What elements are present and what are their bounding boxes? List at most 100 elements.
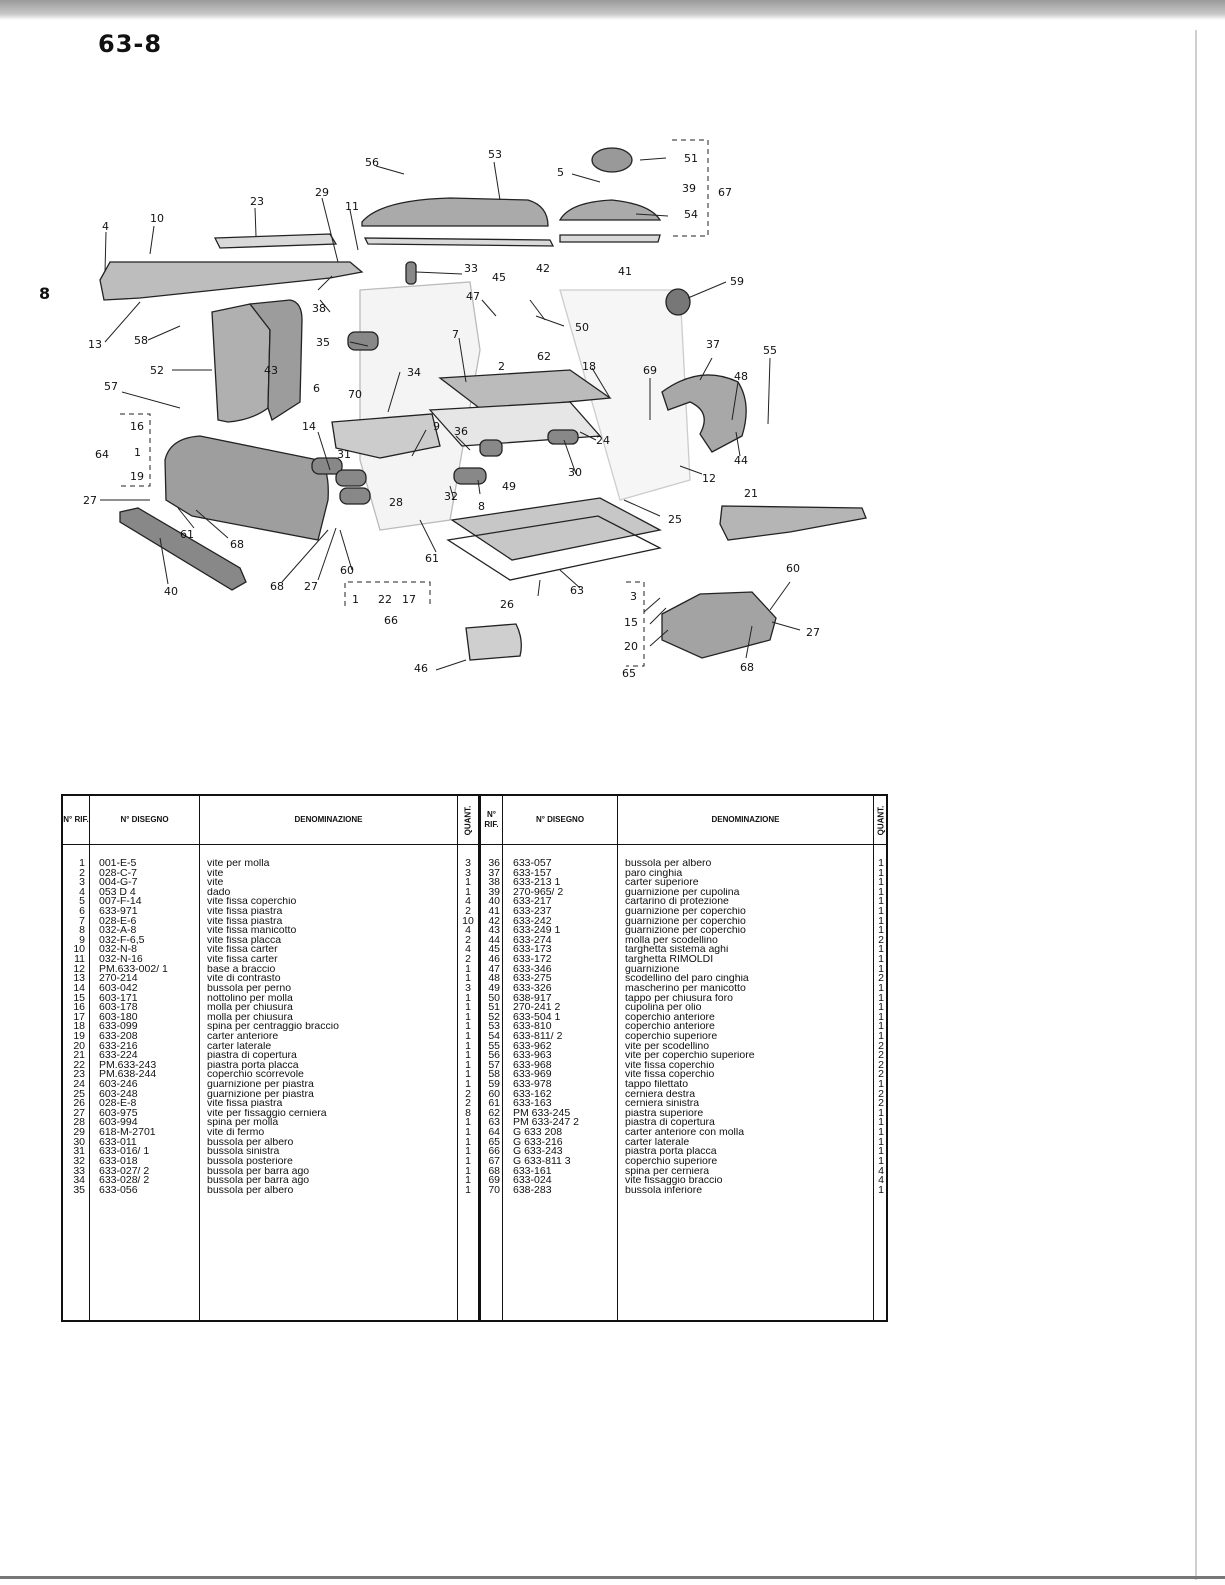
table-cell-rif: 57 <box>488 1060 500 1071</box>
table-cell-quant: 1 <box>465 1031 471 1042</box>
table-cell-rif: 29 <box>73 1128 85 1138</box>
table-cell-disegno: 638-283 <box>513 1185 552 1196</box>
svg-text:61: 61 <box>180 528 194 541</box>
svg-text:11: 11 <box>345 200 359 213</box>
table-cell-rif: 67 <box>488 1156 500 1167</box>
table-cell-denominazione: vite fissa coperchio <box>625 1060 715 1071</box>
table-cell-rif: 15 <box>73 993 85 1004</box>
table-cell-disegno: PM 633-245 <box>513 1108 571 1119</box>
table-cell-rif: 44 <box>488 935 500 946</box>
table-cell-disegno: 633-208 <box>99 1031 138 1042</box>
table-cell-disegno: 633-016/ 1 <box>99 1147 150 1157</box>
table-cell-rif: 63 <box>488 1118 500 1129</box>
table-cell-disegno: 633-968 <box>513 1060 552 1071</box>
table-cell-denominazione: coperchio superiore <box>625 1156 718 1167</box>
part-40-protection-strip <box>119 507 247 591</box>
table-cell-disegno: 270-241 2 <box>513 1003 561 1013</box>
table-cell-denominazione: vite fissa manicotto <box>207 926 297 936</box>
table-cell-quant: 1 <box>465 878 471 888</box>
table-cell-rif: 24 <box>73 1080 85 1090</box>
table-cell-disegno: 633-242 <box>513 916 552 927</box>
table-cell-quant: 1 <box>878 868 884 879</box>
table-cell-disegno: 638-917 <box>513 993 552 1004</box>
table-cell-quant: 1 <box>878 926 884 936</box>
table-cell-denominazione: targhetta RIMOLDI <box>625 955 714 965</box>
table-cell-disegno: G 633 208 <box>513 1128 563 1138</box>
svg-text:26: 26 <box>500 598 514 611</box>
table-cell-disegno: PM.633-002/ 1 <box>99 964 168 975</box>
header-quant: QUANT. <box>463 805 473 835</box>
table-cell-denominazione: vite per scodellino <box>625 1041 710 1052</box>
table-cell-rif: 43 <box>488 926 500 936</box>
table-cell-rif: 31 <box>73 1147 85 1157</box>
table-cell-quant: 4 <box>465 926 471 936</box>
table-cell-quant: 1 <box>465 1022 471 1032</box>
table-cell-disegno: 603-975 <box>99 1108 138 1119</box>
table-cell-disegno: 633-810 <box>513 1022 552 1032</box>
svg-text:22: 22 <box>378 593 392 606</box>
table-cell-quant: 1 <box>465 1147 471 1157</box>
table-cell-rif: 21 <box>73 1051 85 1061</box>
table-cell-denominazione: guarnizione <box>625 964 680 975</box>
svg-text:46: 46 <box>414 662 428 675</box>
table-cell-rif: 16 <box>73 1003 85 1013</box>
table-cell-disegno: 633-057 <box>513 859 552 869</box>
table-cell-rif: 20 <box>73 1041 85 1052</box>
table-cell-quant: 1 <box>878 859 884 869</box>
table-cell-rif: 46 <box>488 955 500 965</box>
table-cell-quant: 1 <box>878 1147 884 1157</box>
part-54-top-cover <box>558 199 662 221</box>
table-cell-denominazione: piastra di copertura <box>207 1051 297 1061</box>
svg-text:21: 21 <box>744 487 758 500</box>
table-cell-denominazione: dado <box>207 887 231 898</box>
svg-text:52: 52 <box>150 364 164 377</box>
table-cell-disegno: 633-346 <box>513 964 552 975</box>
table-cell-rif: 4 <box>79 887 85 898</box>
table-cell-quant: 1 <box>878 993 884 1004</box>
table-cell-disegno: 633-274 <box>513 935 552 946</box>
table-cell-rif: 59 <box>488 1080 500 1090</box>
table-cell-denominazione: vite fissa coperchio <box>625 1070 715 1081</box>
table-cell-quant: 1 <box>465 1060 471 1071</box>
table-cell-quant: 1 <box>878 907 884 917</box>
table-cell-denominazione: nottolino per molla <box>207 993 293 1004</box>
table-cell-denominazione: carter anteriore con molla <box>625 1128 745 1138</box>
svg-text:30: 30 <box>568 466 582 479</box>
svg-text:69: 69 <box>643 364 657 377</box>
svg-text:40: 40 <box>164 585 178 598</box>
table-cell-denominazione: carter laterale <box>207 1041 272 1052</box>
table-cell-quant: 2 <box>878 1060 884 1071</box>
table-cell-quant: 1 <box>465 1041 471 1052</box>
table-cell-disegno: 270-214 <box>99 974 138 984</box>
svg-text:10: 10 <box>150 212 164 225</box>
table-cell-denominazione: bussola sinistra <box>207 1147 280 1157</box>
svg-text:60: 60 <box>786 562 800 575</box>
table-cell-disegno: 633-157 <box>513 868 552 879</box>
svg-text:29: 29 <box>315 186 329 199</box>
svg-text:68: 68 <box>230 538 244 551</box>
table-cell-denominazione: molla per chiusura <box>207 1003 293 1013</box>
table-cell-rif: 62 <box>488 1108 500 1119</box>
table-cell-rif: 9 <box>79 935 85 946</box>
table-cell-quant: 1 <box>878 964 884 975</box>
table-cell-rif: 18 <box>73 1022 85 1032</box>
svg-text:38: 38 <box>312 302 326 315</box>
svg-text:9: 9 <box>433 420 440 433</box>
table-cell-quant: 2 <box>878 935 884 946</box>
table-cell-rif: 28 <box>73 1118 85 1129</box>
part-51-oil-cup <box>591 147 633 173</box>
part-35-bushing <box>347 331 379 351</box>
part-43-gasket <box>248 299 303 421</box>
header-rif: N° RIF. <box>63 815 89 824</box>
group-brackets <box>120 139 709 667</box>
svg-text:67: 67 <box>718 186 732 199</box>
table-cell-quant: 1 <box>465 1185 471 1196</box>
svg-text:37: 37 <box>706 338 720 351</box>
table-cell-disegno: 028-C-7 <box>99 868 137 879</box>
table-cell-denominazione: bussola per albero <box>625 859 712 869</box>
svg-text:34: 34 <box>407 366 421 379</box>
table-cell-quant: 1 <box>878 1128 884 1138</box>
